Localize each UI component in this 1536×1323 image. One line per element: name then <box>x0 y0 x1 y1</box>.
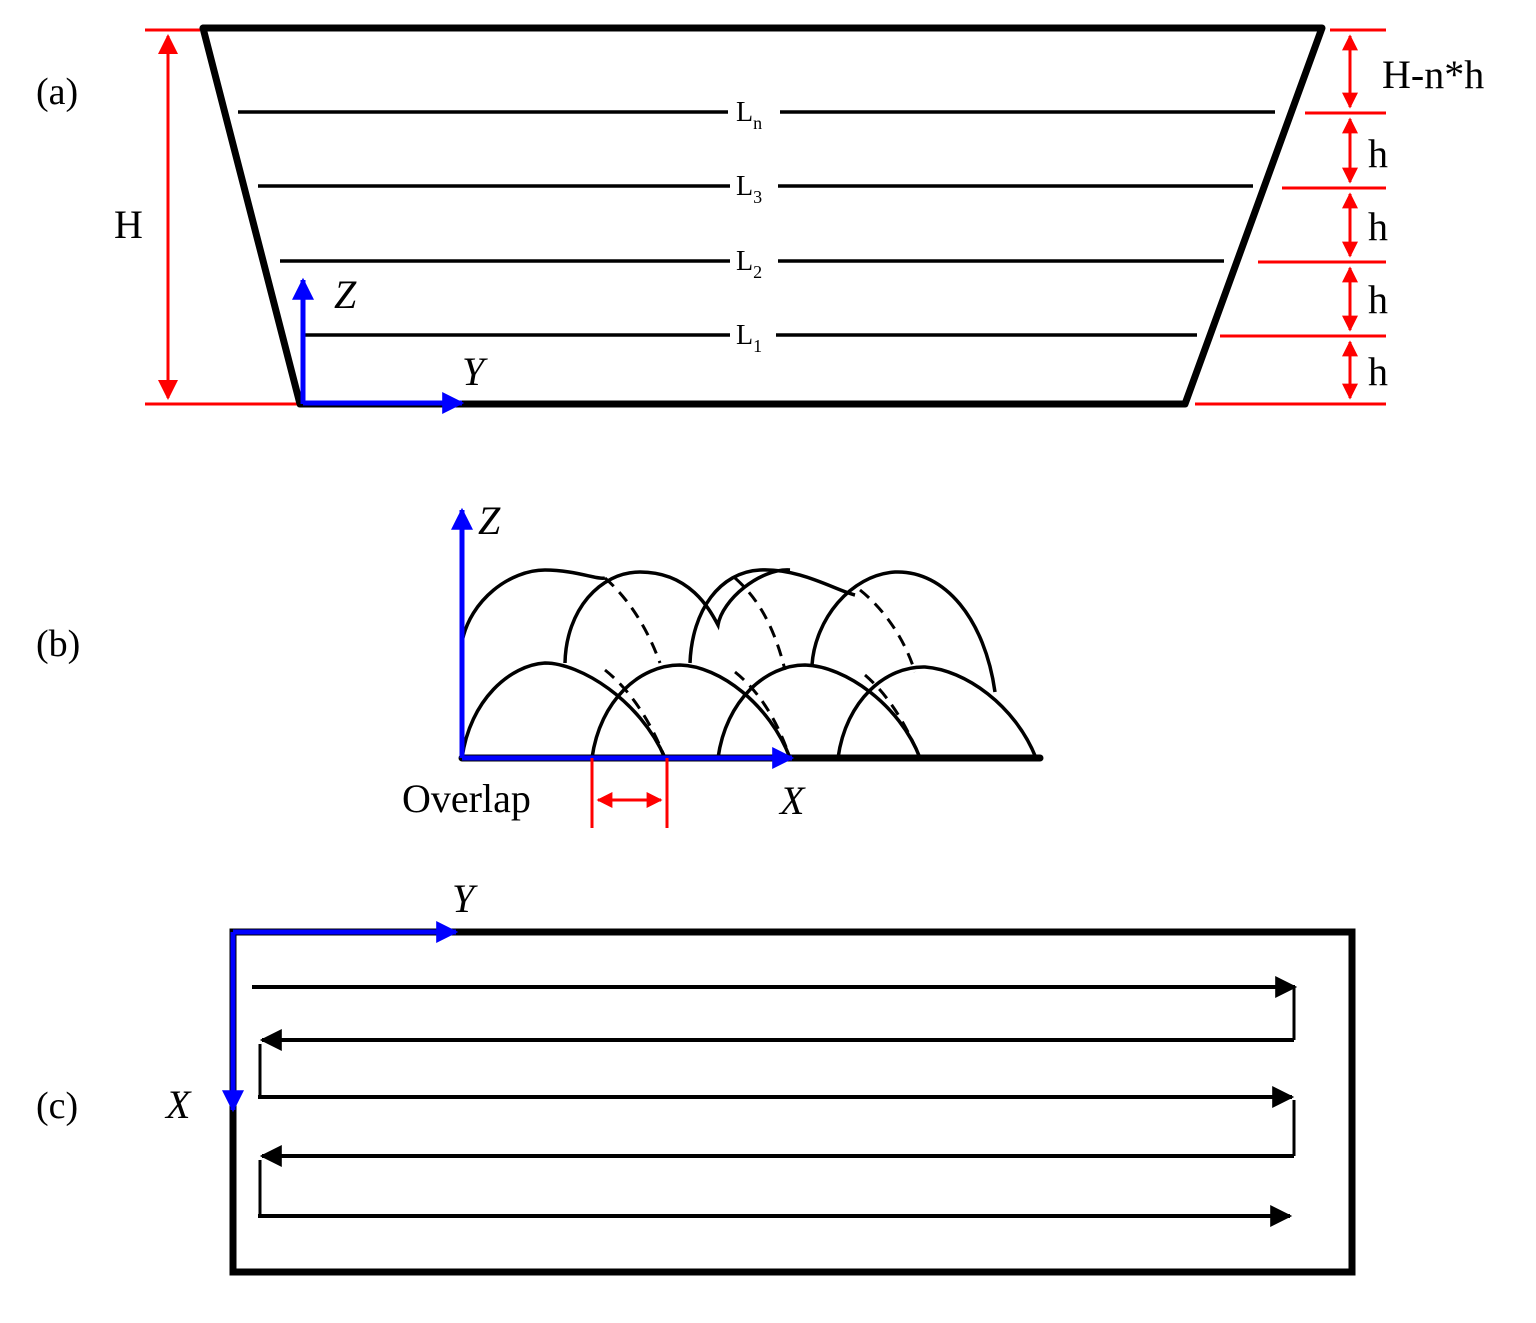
panel-b-label: (b) <box>36 623 80 665</box>
overlap-label: Overlap <box>402 776 531 821</box>
y-axis-label-c: Y <box>452 876 478 921</box>
layer-label-l3: L3 <box>736 171 762 207</box>
layer-label-ln: Ln <box>736 97 762 133</box>
scan-area-rectangle <box>229 928 1356 1276</box>
hidden-bead-edge-bottom-2 <box>734 670 792 759</box>
bead-top-4 <box>810 570 997 693</box>
bead-top-1 <box>460 568 606 643</box>
hidden-bead-edge-bottom-3 <box>864 673 922 759</box>
trapezoid-part-outline <box>199 24 1326 408</box>
hidden-bead-edge-top-1 <box>604 576 662 664</box>
panel-c-label: (c) <box>36 1085 78 1127</box>
x-axis-label-b: X <box>778 778 806 823</box>
bead-bottom-4 <box>836 665 1038 759</box>
bead-bottom-1 <box>460 661 667 759</box>
z-axis-label-a: Z <box>334 272 357 317</box>
bead-top-3 <box>688 568 856 664</box>
layer-label-l2: L2 <box>736 246 762 282</box>
bead-bottom-2 <box>590 663 792 759</box>
total-height-label: H <box>114 202 143 247</box>
layer-height-label-4: h <box>1368 131 1388 176</box>
panel-a-label: (a) <box>36 71 78 113</box>
y-axis-label-a: Y <box>462 349 488 394</box>
bead-top-2 <box>563 568 791 664</box>
hidden-bead-edge-top-3 <box>859 588 917 673</box>
layer-height-label-2: h <box>1368 277 1388 322</box>
layer-height-label-3: h <box>1368 204 1388 249</box>
layer-label-l1: L1 <box>736 320 762 356</box>
z-axis-label-b: Z <box>478 498 501 543</box>
hidden-bead-edge-bottom-1 <box>604 668 667 759</box>
bead-bottom-3 <box>716 663 922 759</box>
x-axis-label-c: X <box>164 1082 192 1127</box>
panel-b: (b) Z X Overlap <box>36 498 1044 828</box>
hidden-bead-edge-top-2 <box>734 576 787 671</box>
panel-a: (a) H H-n*h h h h h Ln <box>36 24 1484 414</box>
layer-height-label-1: h <box>1368 349 1388 394</box>
panel-c: (c) Y X <box>36 876 1356 1276</box>
top-gap-label: H-n*h <box>1382 52 1484 97</box>
